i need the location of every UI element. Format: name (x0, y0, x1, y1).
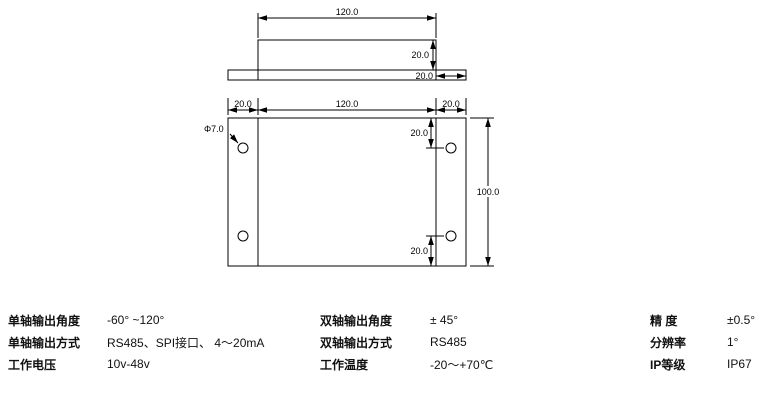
mounting-hole-bottom-right (445, 230, 457, 242)
spec-value: ±0.5° (727, 313, 756, 327)
spec-label: 单轴输出方式 (8, 335, 81, 350)
spec-value: ± 45° (430, 313, 459, 327)
mounting-hole-bottom-left (237, 230, 249, 242)
spec-column-dual-axis: 双轴输出角度 ± 45° 双轴输出方式 RS485 工作温度 -20～+70℃ (320, 309, 493, 375)
front-view-outline (227, 117, 467, 267)
spec-value: RS485、SPI接口、 4～20mA (107, 335, 265, 350)
dim-front-left-offset: 20.0 (234, 99, 252, 109)
leader-line (229, 133, 239, 144)
dim-text-mask (474, 186, 502, 197)
spec-value: IP67 (727, 357, 752, 371)
spec-label: 双轴输出方式 (320, 335, 393, 350)
dim-hole-top-offset: 20.0 (410, 128, 428, 138)
spec-row-working-voltage: 工作电压 10v-48v (8, 353, 264, 375)
dim-front-right-offset: 20.0 (442, 99, 460, 109)
spec-row-single-axis-output: 单轴输出方式 RS485、SPI接口、 4～20mA (8, 331, 264, 353)
dim-side-flange: 20.0 (415, 71, 433, 81)
spec-row-ip-rating: IP等级 IP67 (650, 353, 755, 375)
spec-label: 工作温度 (320, 357, 369, 372)
dim-hole-diameter: Φ7.0 (204, 124, 224, 134)
side-view-base-plate (227, 69, 467, 81)
spec-label: 单轴输出角度 (8, 313, 81, 328)
spec-value: RS485 (430, 335, 467, 349)
spec-value: -60° ~120° (107, 313, 165, 327)
spec-row-accuracy: 精 度 ±0.5° (650, 309, 755, 331)
spec-label: 双轴输出角度 (320, 313, 393, 328)
spec-value: 10v-48v (107, 357, 150, 371)
spec-value: 1° (727, 335, 739, 349)
spec-label: 分辨率 (650, 335, 687, 350)
side-view-body-outline (257, 39, 437, 70)
spec-row-dual-axis-angle: 双轴输出角度 ± 45° (320, 309, 493, 331)
spec-label: 工作电压 (8, 357, 57, 372)
spec-row-resolution: 分辨率 1° (650, 331, 755, 353)
spec-row-dual-axis-output: 双轴输出方式 RS485 (320, 331, 493, 353)
spec-label: IP等级 (650, 357, 686, 372)
spec-value: -20～+70℃ (430, 357, 494, 372)
side-view (227, 13, 467, 81)
front-view (227, 98, 494, 267)
mounting-hole-top-right (445, 142, 457, 154)
spec-row-single-axis-angle: 单轴输出角度 -60° ~120° (8, 309, 264, 331)
dim-side-width: 120.0 (336, 7, 359, 17)
spec-column-single-axis: 单轴输出角度 -60° ~120° 单轴输出方式 RS485、SPI接口、 4～… (8, 309, 264, 375)
spec-column-general: 精 度 ±0.5° 分辨率 1° IP等级 IP67 (650, 309, 755, 375)
dim-side-height: 20.0 (411, 50, 429, 60)
spec-label: 精 度 (650, 313, 678, 328)
mounting-hole-top-left (237, 142, 249, 154)
dim-front-height: 100.0 (477, 187, 500, 197)
spec-row-working-temperature: 工作温度 -20～+70℃ (320, 353, 493, 375)
dim-front-width: 120.0 (336, 99, 359, 109)
technical-drawing: 120.0 20.0 20.0 (204, 7, 502, 267)
dim-hole-bottom-offset: 20.0 (410, 246, 428, 256)
